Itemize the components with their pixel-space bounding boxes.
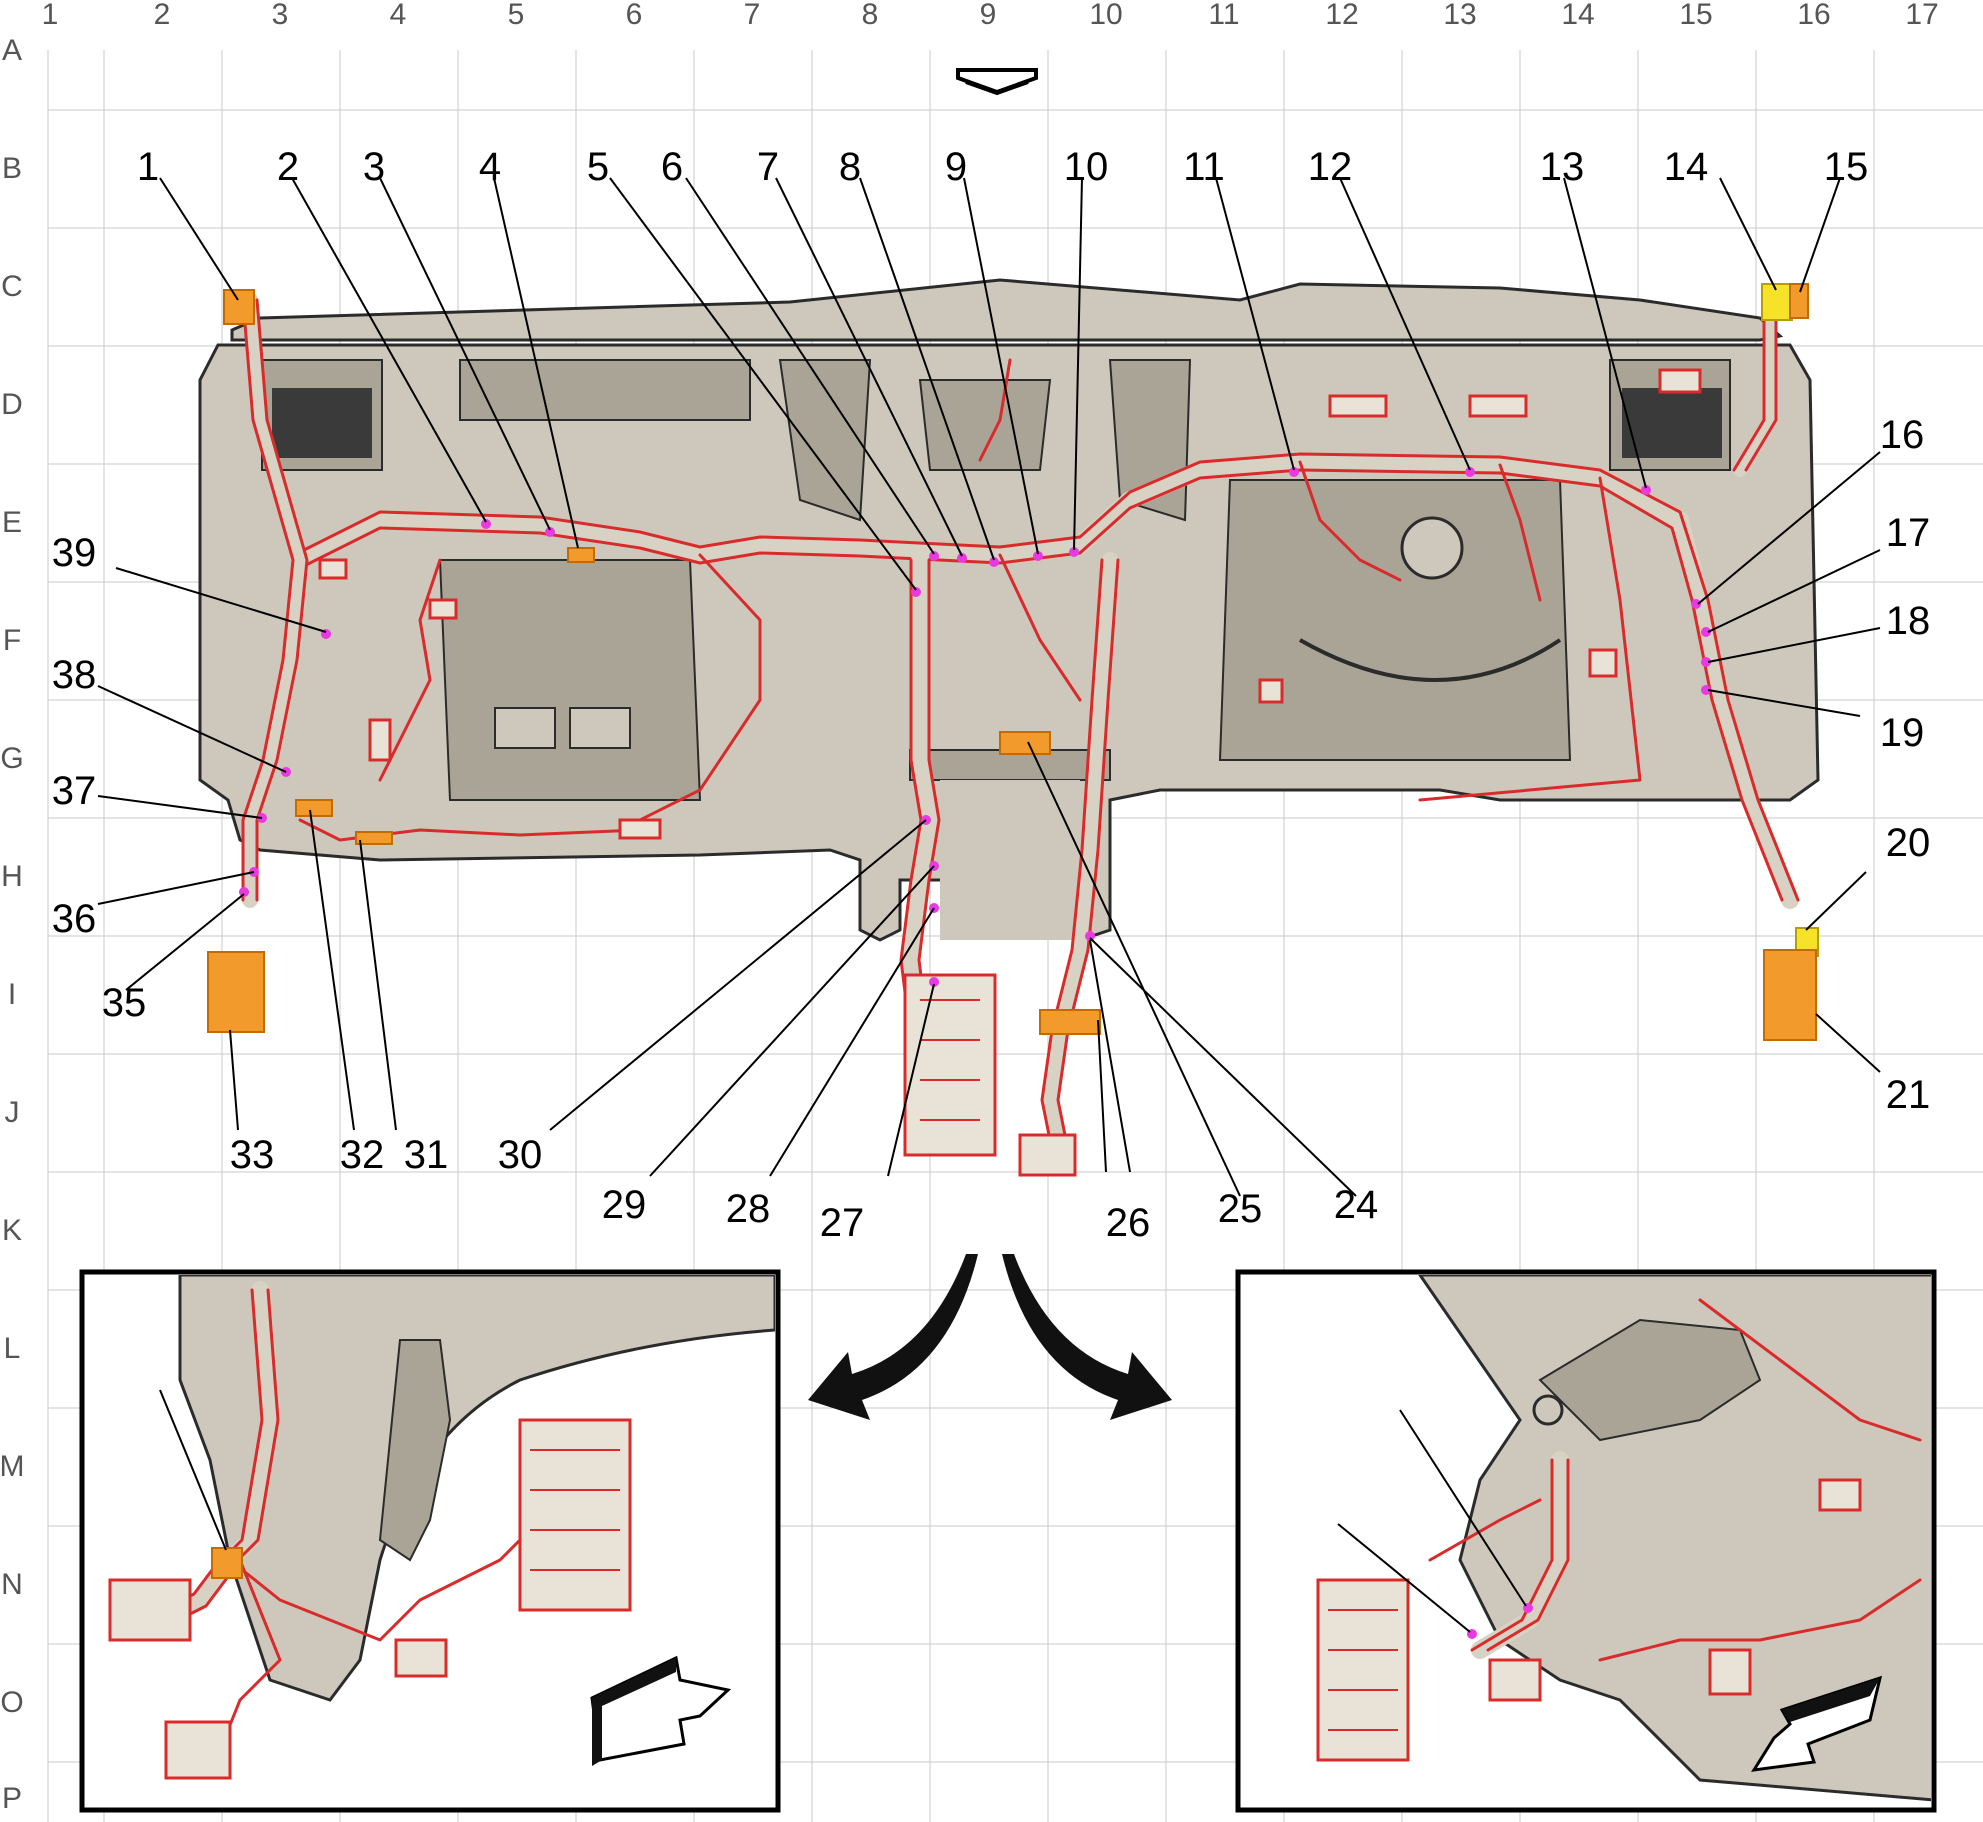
- grid-col-15: 15: [1679, 0, 1712, 31]
- view-direction-arrow-icon: [590, 1655, 732, 1766]
- callout-4: 4: [479, 145, 501, 189]
- grid-col-10: 10: [1089, 0, 1122, 31]
- curved-arrow-right-icon: [1002, 1254, 1172, 1420]
- callout-28: 28: [726, 1187, 771, 1231]
- connector-1: [223, 289, 255, 325]
- callout-29: 29: [602, 1183, 647, 1227]
- connector-24: [999, 731, 1051, 755]
- callout-numbers: 1 2 3 4 5 6 7 8 9 10 11 12 13 14 15 16 1…: [52, 145, 1931, 1525]
- grid-row-C: C: [1, 270, 23, 303]
- callout-3: 3: [363, 145, 385, 189]
- callout-9: 9: [945, 145, 967, 189]
- callout-37: 37: [52, 769, 97, 813]
- callout-13: 13: [1540, 145, 1585, 189]
- grid-col-7: 7: [744, 0, 761, 31]
- callout-14: 14: [1664, 145, 1709, 189]
- connectors: [207, 283, 1819, 1041]
- grid-col-8: 8: [862, 0, 879, 31]
- grid-row-B: B: [2, 152, 22, 185]
- callout-39: 39: [52, 531, 97, 575]
- grid-col-11: 11: [1208, 0, 1239, 31]
- callout-1: 1: [137, 145, 159, 189]
- callout-33: 33: [230, 1133, 275, 1177]
- grid-col-2: 2: [154, 0, 171, 31]
- callout-2: 2: [277, 145, 299, 189]
- inset-right: [1235, 1269, 1937, 1813]
- callout-18: 18: [1886, 599, 1931, 643]
- callout-12: 12: [1308, 145, 1353, 189]
- grid-col-12: 12: [1325, 0, 1358, 31]
- callout-21: 21: [1886, 1073, 1931, 1117]
- grid-row-D: D: [1, 388, 23, 421]
- callout-8: 8: [839, 145, 861, 189]
- grid-col-9: 9: [980, 0, 997, 31]
- grid-row-G: G: [0, 742, 23, 775]
- callout-30: 30: [498, 1133, 543, 1177]
- grid-row-P: P: [2, 1782, 22, 1815]
- grid-col-3: 3: [272, 0, 289, 31]
- curved-arrow-left-icon: [808, 1254, 978, 1420]
- grid-row-E: E: [2, 506, 22, 539]
- grid-row-J: J: [5, 1096, 20, 1129]
- connector-15: [1789, 283, 1809, 319]
- inset-left: [79, 1269, 781, 1813]
- leader-lines: [97, 177, 1881, 1197]
- grid-col-17: 17: [1905, 0, 1938, 31]
- grid-col-1: 1: [42, 0, 59, 31]
- callout-19: 19: [1880, 711, 1925, 755]
- view-direction-arrow-icon: [1751, 1675, 1883, 1772]
- callout-38: 38: [52, 653, 97, 697]
- callout-31: 31: [404, 1133, 449, 1177]
- grid-row-labels: A B C D E F G H I J K L M N O P: [0, 34, 25, 1815]
- grid-row-K: K: [2, 1214, 22, 1247]
- callout-15: 15: [1824, 145, 1869, 189]
- front-direction-arrow-icon: [956, 68, 1038, 96]
- callout-5: 5: [587, 145, 609, 189]
- grid-row-O: O: [0, 1686, 23, 1719]
- grid-col-16: 16: [1797, 0, 1830, 31]
- callout-7: 7: [757, 145, 779, 189]
- grid-col-5: 5: [508, 0, 525, 31]
- connector-26: [1039, 1009, 1101, 1035]
- connector-34: [211, 1547, 243, 1579]
- grid-col-14: 14: [1561, 0, 1594, 31]
- grid-row-M: M: [0, 1450, 25, 1483]
- grid-col-6: 6: [626, 0, 643, 31]
- grid-row-A: A: [2, 34, 22, 67]
- callout-25: 25: [1218, 1187, 1263, 1231]
- wiring-harness: [241, 292, 1800, 1177]
- connector-21: [1763, 949, 1817, 1041]
- callout-11: 11: [1183, 145, 1225, 189]
- callout-35: 35: [102, 981, 147, 1025]
- grid-col-13: 13: [1443, 0, 1476, 31]
- grid-column-labels: 1 2 3 4 5 6 7 8 9 10 11 12 13 14 15 16 1…: [42, 0, 1939, 31]
- connector-14: [1761, 283, 1793, 321]
- callout-24: 24: [1334, 1183, 1379, 1227]
- connector-33: [207, 951, 265, 1033]
- callout-6: 6: [661, 145, 683, 189]
- callout-26: 26: [1106, 1201, 1151, 1245]
- connector-4: [567, 547, 595, 563]
- grid-row-L: L: [4, 1332, 21, 1365]
- callout-16: 16: [1880, 413, 1925, 457]
- callout-17: 17: [1886, 511, 1931, 555]
- callout-20: 20: [1886, 821, 1931, 865]
- grid-row-I: I: [8, 978, 16, 1011]
- grid-row-H: H: [1, 860, 23, 893]
- callout-27: 27: [820, 1201, 865, 1245]
- connector-32: [295, 799, 333, 817]
- location-dots: [239, 467, 1711, 987]
- grid-col-4: 4: [390, 0, 407, 31]
- callout-36: 36: [52, 897, 97, 941]
- callout-32: 32: [340, 1133, 385, 1177]
- callout-10: 10: [1064, 145, 1109, 189]
- grid-row-N: N: [1, 1568, 23, 1601]
- connector-31: [355, 831, 393, 845]
- grid-row-F: F: [3, 624, 21, 657]
